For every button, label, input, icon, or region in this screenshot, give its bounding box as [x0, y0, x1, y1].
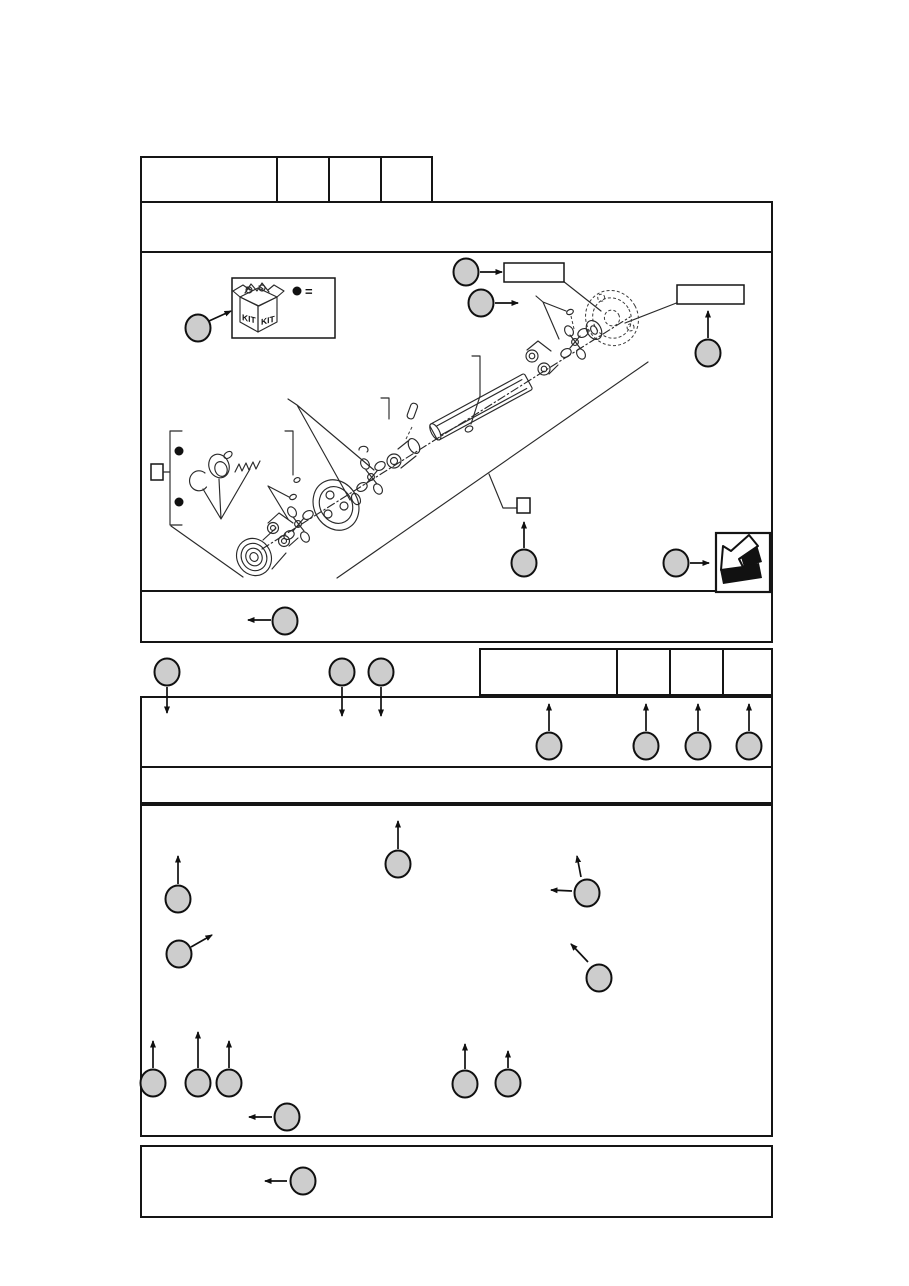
kit-legend-box: KIT KIT =	[231, 277, 336, 339]
callout-low-5[interactable]	[451, 1043, 479, 1099]
callout-top-label[interactable]	[452, 257, 503, 287]
callout-arrow	[570, 943, 589, 963]
kit-label-right: KIT	[261, 314, 275, 327]
callout-circle[interactable]	[451, 1069, 479, 1099]
callout-circle[interactable]	[494, 1068, 522, 1098]
callout-arrow	[208, 310, 232, 322]
spider-joint-2	[356, 445, 386, 495]
parts-table-cell-3	[722, 648, 773, 696]
callout-circle[interactable]	[367, 657, 395, 687]
footer-box	[140, 1145, 773, 1218]
callout-circle[interactable]	[164, 884, 192, 914]
spider-joint-3	[560, 308, 589, 360]
callout-circle[interactable]	[535, 731, 563, 761]
callout-circle[interactable]	[662, 548, 690, 578]
shaft-tube	[429, 373, 533, 441]
callout-circle[interactable]	[735, 731, 763, 761]
callout-main-a[interactable]	[164, 855, 192, 914]
callout-circle[interactable]	[467, 288, 495, 318]
callout-circle[interactable]	[585, 963, 613, 993]
callout-circle[interactable]	[510, 548, 538, 578]
diagonal-bracket-line	[336, 361, 649, 579]
callout-circle[interactable]	[452, 257, 480, 287]
callout-footer[interactable]	[264, 1166, 317, 1196]
callout-circle[interactable]	[384, 849, 412, 879]
callout-circle[interactable]	[153, 657, 181, 687]
label-rect-flange	[676, 284, 745, 305]
callout-parts-fan[interactable]	[467, 288, 519, 318]
callout-circle[interactable]	[184, 313, 212, 343]
callout-page-turn[interactable]	[662, 548, 710, 578]
callout-table-2[interactable]	[632, 703, 660, 761]
callout-arrow	[550, 887, 573, 894]
callout-circle[interactable]	[165, 939, 193, 969]
callout-kit-legend[interactable]	[184, 310, 232, 343]
callout-circle[interactable]	[289, 1166, 317, 1196]
callout-low-6[interactable]	[494, 1050, 522, 1098]
callout-circle[interactable]	[273, 1102, 301, 1132]
callout-circle[interactable]	[271, 606, 299, 636]
callout-low-1[interactable]	[139, 1040, 167, 1098]
bullet-dot-icon	[174, 497, 184, 507]
callout-flange-label[interactable]	[694, 310, 722, 368]
callout-gap-3[interactable]	[367, 657, 395, 717]
thin-band	[140, 766, 773, 804]
frame-square-large	[516, 497, 531, 514]
center-bearing-disc	[312, 479, 362, 531]
label-rect-top	[503, 262, 565, 283]
callout-main-e[interactable]	[570, 943, 613, 993]
callout-band[interactable]	[247, 606, 299, 636]
bullet-dot-icon	[174, 446, 184, 456]
callout-circle[interactable]	[694, 338, 722, 368]
legend-equals: =	[305, 284, 313, 299]
callout-circle[interactable]	[328, 657, 356, 687]
kit-label-left: KIT	[242, 312, 256, 325]
callout-circle[interactable]	[139, 1068, 167, 1098]
exploded-drive-shaft-diagram: KIT KIT =	[150, 262, 772, 594]
callout-circle[interactable]	[184, 1068, 212, 1098]
kit-cube-icon: KIT KIT	[232, 282, 285, 333]
main-box	[140, 804, 773, 1137]
callout-main-c[interactable]	[384, 820, 412, 879]
shaft-axis-line	[261, 316, 631, 550]
yoke-2	[525, 340, 559, 376]
callout-low-2[interactable]	[184, 1031, 212, 1098]
callout-main-b[interactable]	[165, 934, 213, 969]
callout-table-4[interactable]	[735, 703, 763, 761]
callout-arrow	[190, 934, 213, 948]
bearing-parts-cluster	[189, 450, 261, 520]
callout-layer	[139, 257, 763, 1196]
reference-bracket	[150, 430, 244, 578]
callout-gap-1[interactable]	[153, 657, 181, 714]
frame-square-small	[150, 463, 164, 481]
callout-circle[interactable]	[632, 731, 660, 761]
callout-main-d[interactable]	[550, 855, 601, 908]
callout-low-4[interactable]	[248, 1102, 301, 1132]
flange-rear-dashed	[585, 289, 639, 347]
callout-low-3[interactable]	[215, 1040, 243, 1098]
callout-circle[interactable]	[215, 1068, 243, 1098]
callout-arrow	[575, 855, 582, 878]
leader-lines	[267, 280, 680, 520]
note-band	[140, 590, 773, 643]
callout-table-3[interactable]	[684, 703, 712, 761]
callout-circle[interactable]	[684, 731, 712, 761]
callout-circle[interactable]	[573, 878, 601, 908]
spider-joint-1	[283, 493, 314, 543]
callout-frame-square[interactable]	[510, 521, 538, 578]
slip-yoke	[386, 402, 421, 469]
callout-table-1[interactable]	[535, 703, 563, 761]
legend-bullet-icon	[292, 286, 302, 296]
callout-gap-2[interactable]	[328, 657, 356, 717]
flange-yoke-front	[235, 537, 273, 577]
square-connector	[488, 473, 518, 509]
page-turn-icon	[714, 531, 772, 594]
